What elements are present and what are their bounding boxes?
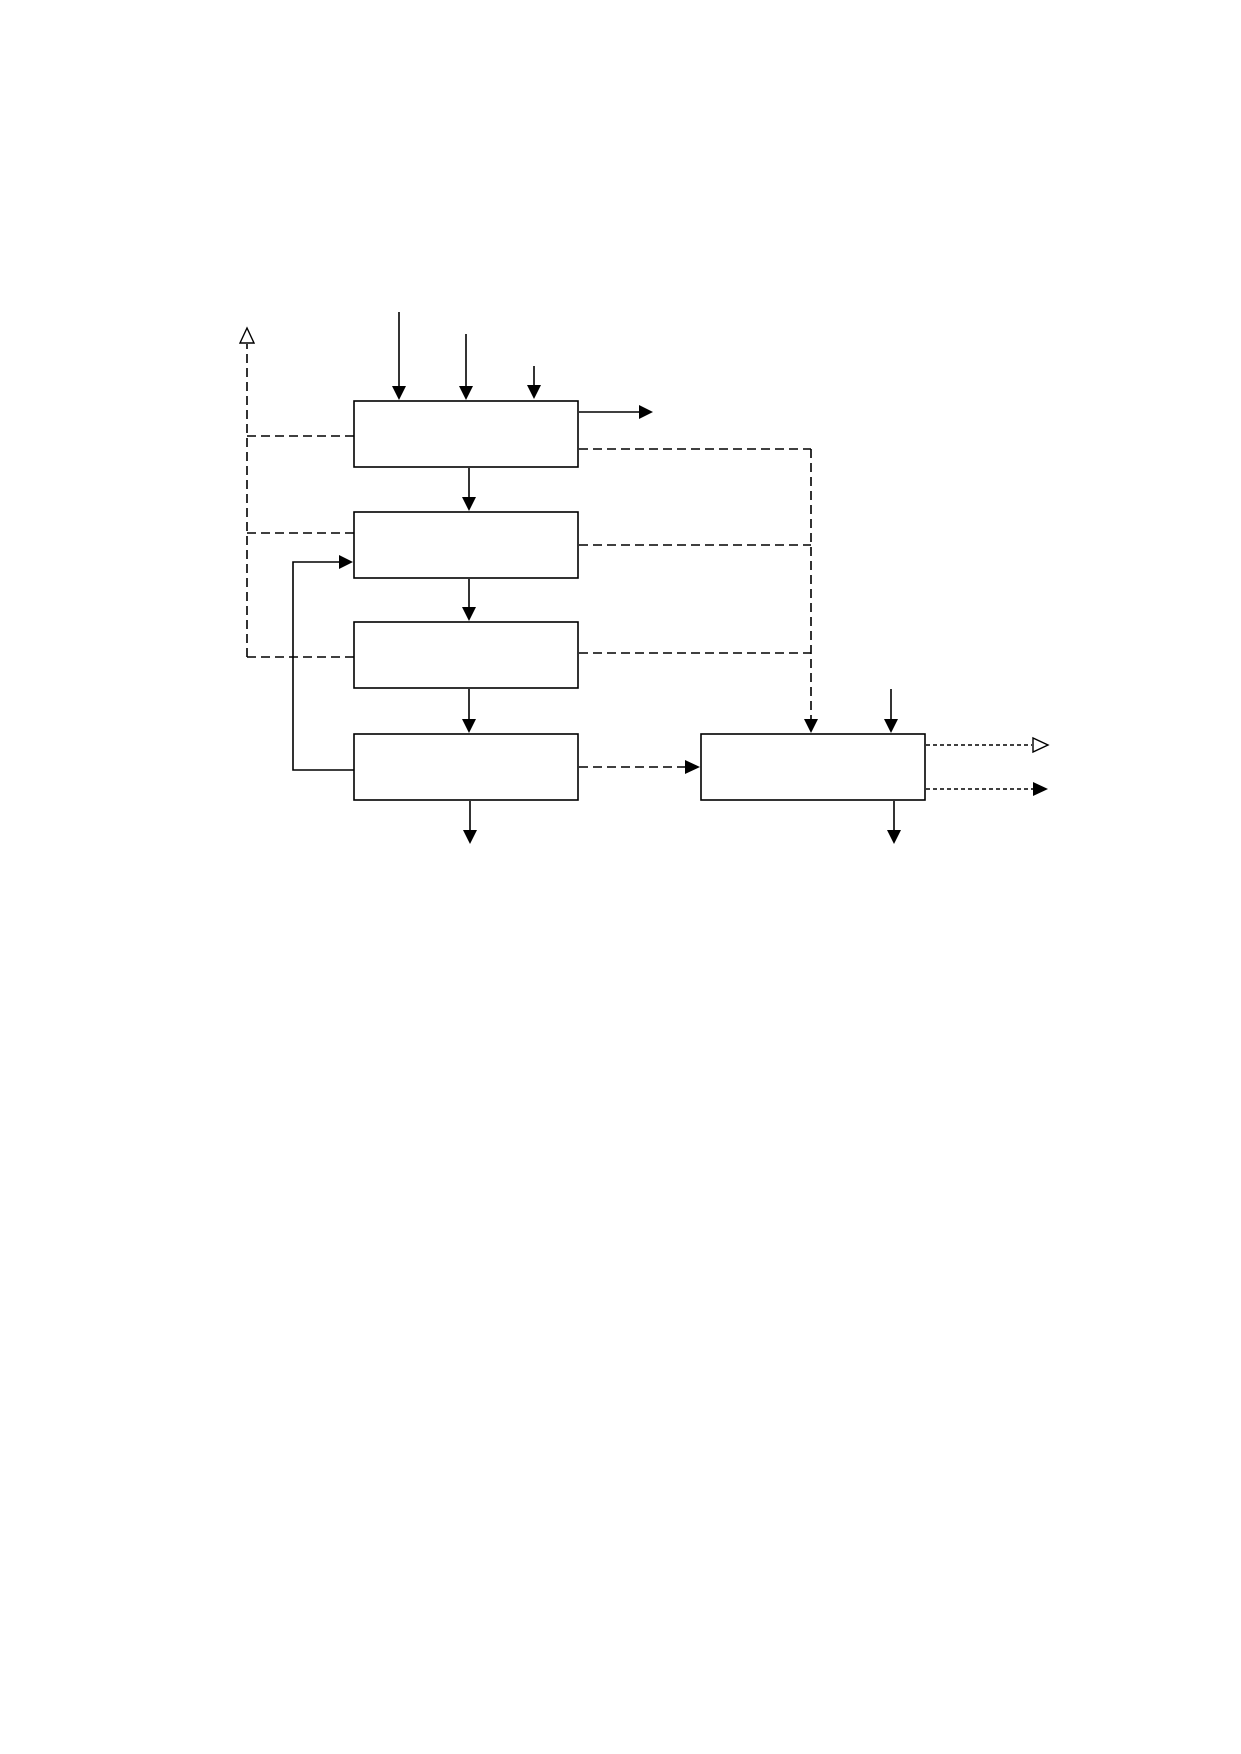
input-to-side-unit-arrow xyxy=(884,689,898,733)
stage-4-box xyxy=(353,733,579,801)
stage-1-output-arrow xyxy=(579,405,653,419)
input-1-to-stage-1-arrow xyxy=(392,312,406,400)
stage-2-to-stage-3-arrow xyxy=(462,579,476,621)
side-unit-output-down-arrow xyxy=(887,801,901,844)
side-unit-dotted-output-open-arrow xyxy=(926,736,1050,754)
stage-2-box xyxy=(353,511,579,579)
stage-4-output-arrow xyxy=(463,801,477,844)
stage-4-recycle-to-stage-2-arrow xyxy=(292,555,354,771)
stage-3-box xyxy=(353,621,579,689)
side-unit-dotted-output-filled-arrow xyxy=(926,782,1048,796)
stage-1-to-stage-2-arrow xyxy=(462,468,476,511)
stage-4-dashed-to-side-unit-arrow xyxy=(579,760,700,774)
input-2-to-stage-1-arrow xyxy=(459,334,473,400)
stage-1-box xyxy=(353,400,579,468)
input-3-to-stage-1-arrow xyxy=(527,366,541,399)
left-dashed-outlet-arrow xyxy=(238,326,354,658)
right-dashed-to-side-unit-arrow xyxy=(579,448,818,733)
stage-3-to-stage-4-arrow xyxy=(462,689,476,733)
side-unit-box xyxy=(700,733,926,801)
